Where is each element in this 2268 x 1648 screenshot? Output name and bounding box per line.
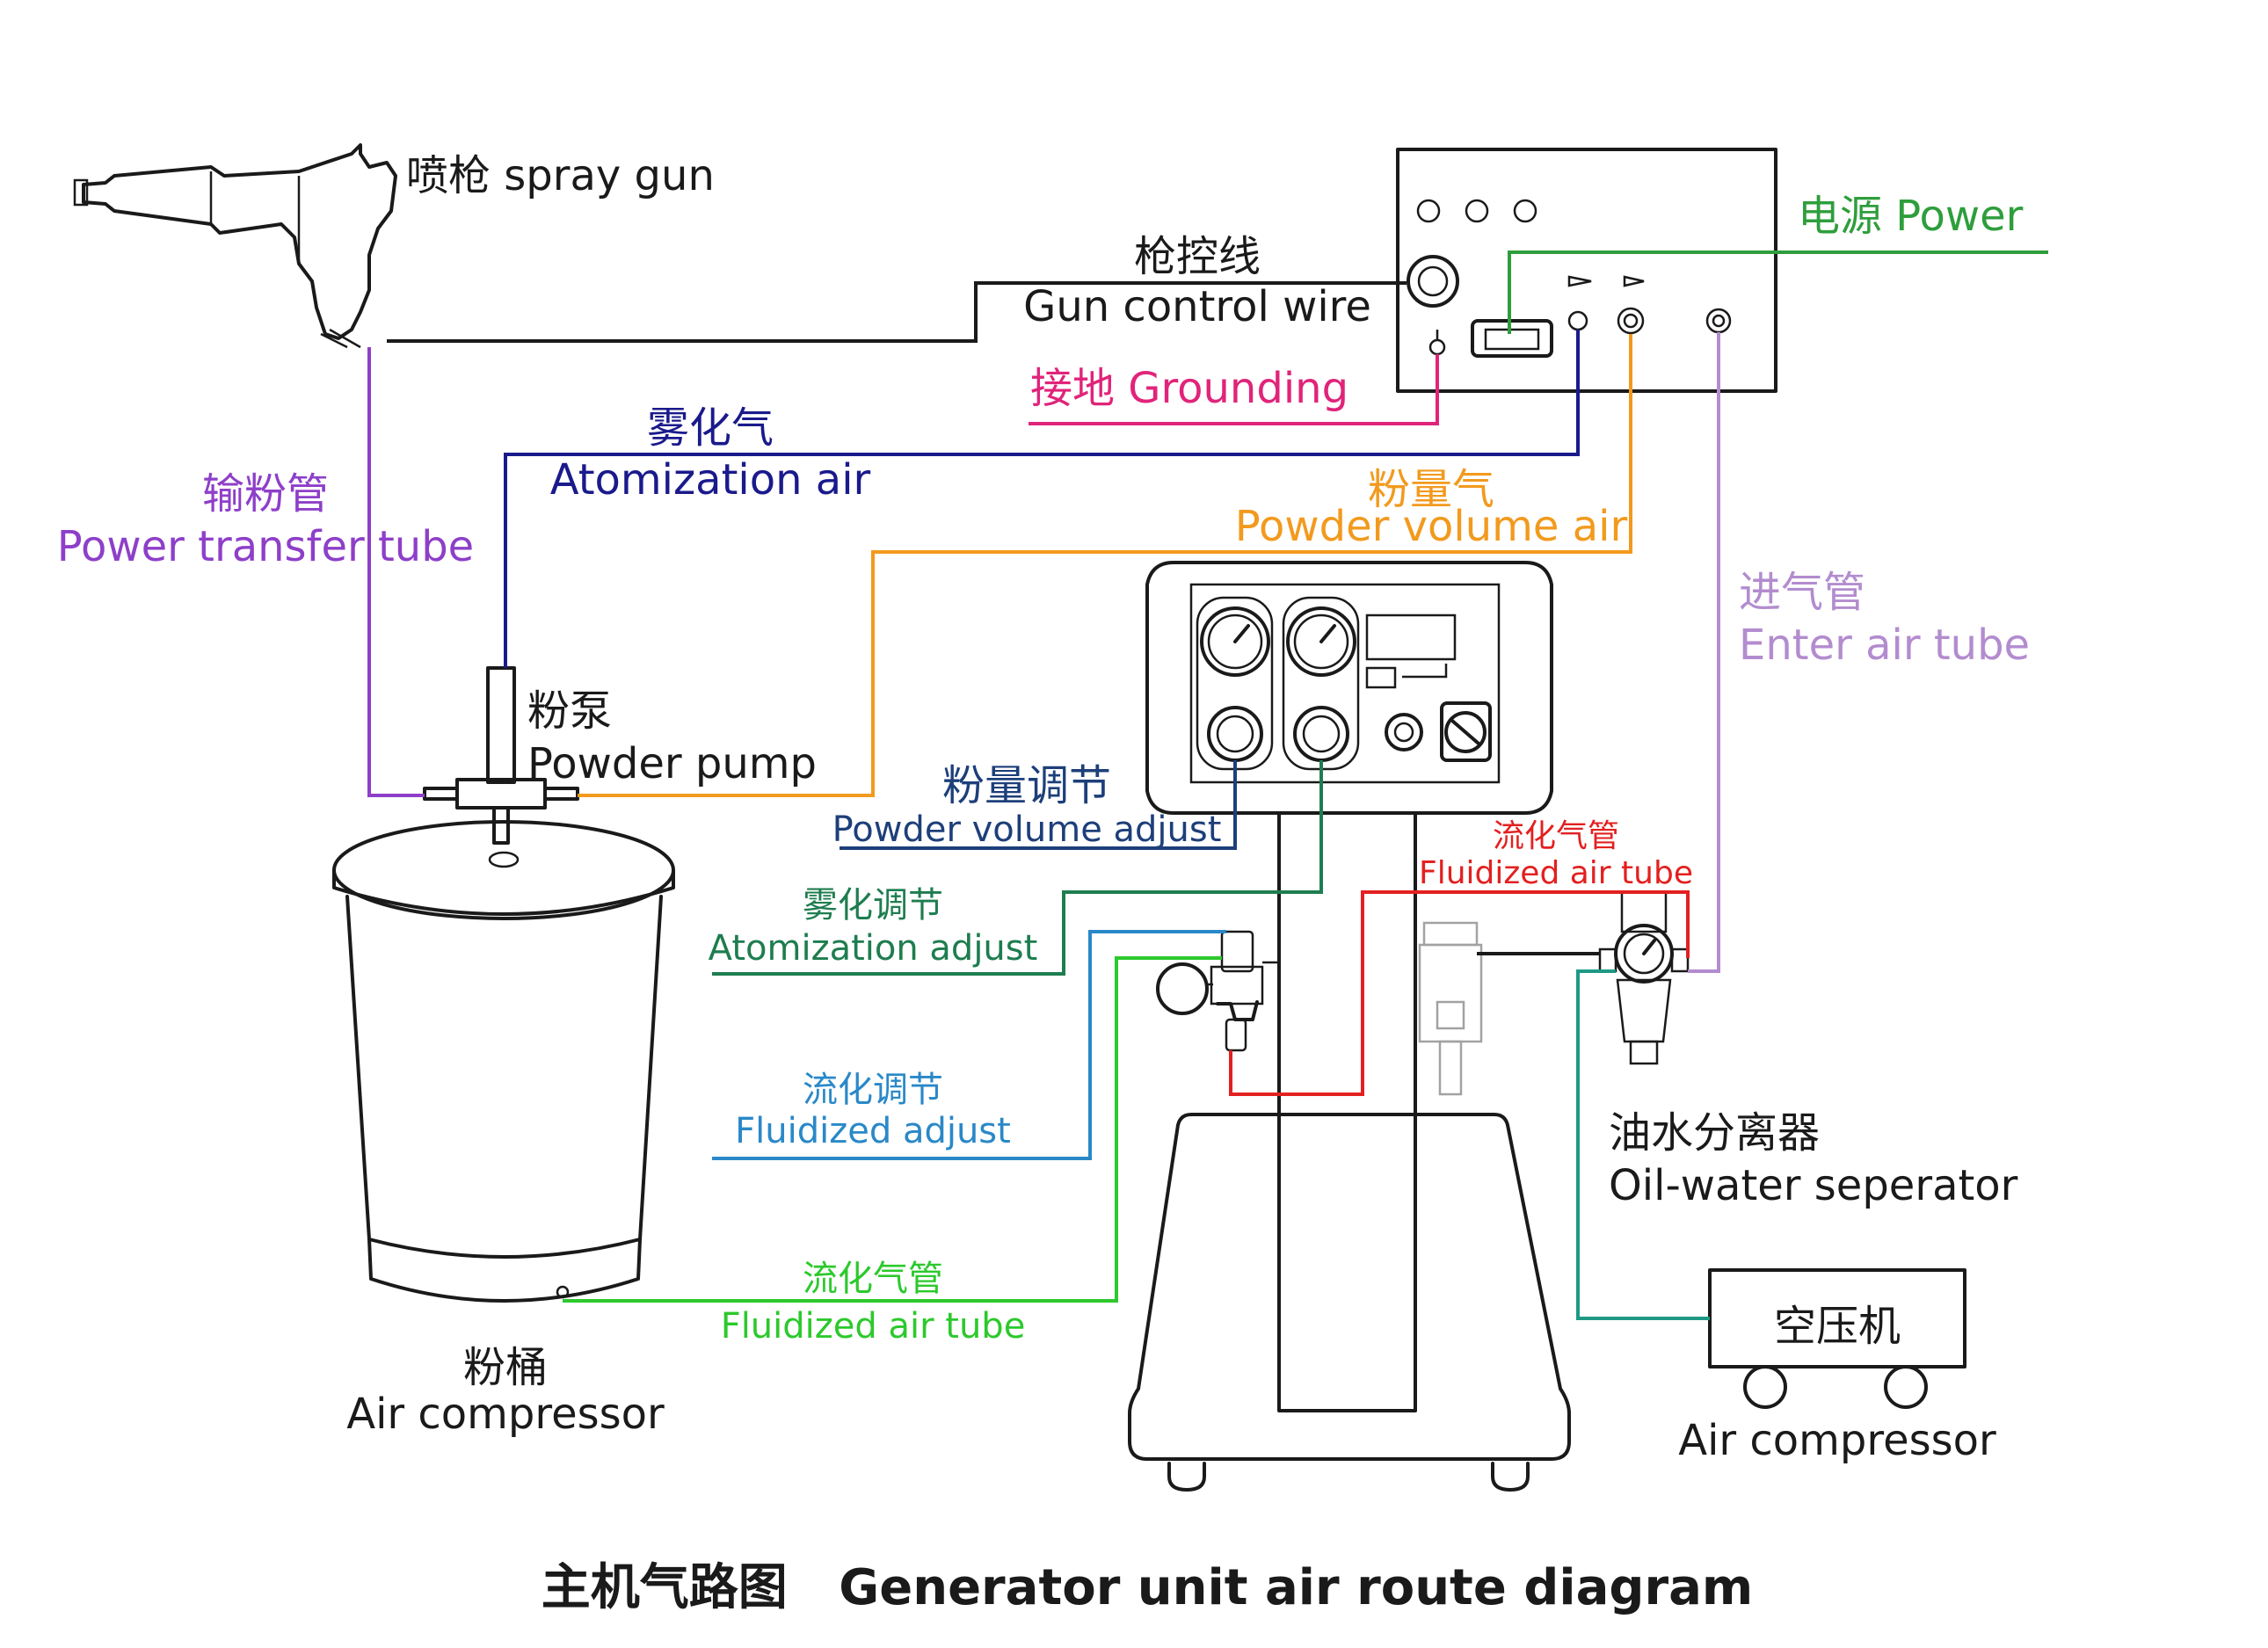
powder-pump [423, 666, 579, 845]
powder-hopper [332, 820, 675, 1303]
label-pva-cn: 粉量调节 [942, 761, 1111, 810]
label-fat-green-cn: 流化气管 [803, 1259, 943, 1299]
filter-icon [1418, 921, 1483, 1096]
label-fluid-adj-cn: 流化调节 [803, 1070, 943, 1110]
label-hopper-cn: 粉桶 [463, 1343, 548, 1392]
labels: 喷枪 spray gun 枪控线 Gun control wire 电源 Pow… [57, 151, 2030, 1616]
label-gun-control-cn: 枪控线 [1134, 232, 1261, 281]
label-compressor-cn: 空压机 [1774, 1302, 1901, 1351]
label-transfer-cn: 输粉管 [202, 469, 329, 519]
gun-connector-icon [1407, 255, 1459, 308]
spray-gun-icon [73, 143, 397, 349]
label-atomization-cn: 雾化气 [647, 403, 774, 453]
main-console [1128, 561, 1571, 1492]
label-pump-cn: 粉泵 [527, 686, 612, 736]
label-hopper-en: Air compressor [346, 1390, 665, 1439]
label-powder-volume-cn: 粉量气 [1368, 465, 1494, 514]
label-gun-control-en: Gun control wire [1023, 282, 1371, 331]
label-atomization-en: Atomization air [550, 455, 871, 505]
label-transfer-en: Power transfer tube [57, 522, 474, 571]
regulator-gauge-icon [1156, 930, 1279, 1052]
label-fat-green-en: Fluidized air tube [721, 1306, 1026, 1347]
label-oil-water-en: Oil-water seperator [1609, 1161, 2018, 1210]
label-spray-gun: 喷枪 spray gun [406, 151, 715, 200]
label-oil-water-cn: 油水分离器 [1609, 1108, 1820, 1158]
label-compressor-en: Air compressor [1678, 1416, 1996, 1465]
label-power: 电源 Power [1798, 192, 2024, 241]
label-enter-air-cn: 进气管 [1739, 568, 1865, 617]
diagram-title: 主机气路图 Generator unit air route diagram [542, 1559, 1753, 1616]
label-enter-air-en: Enter air tube [1739, 621, 2030, 670]
label-atom-adj-cn: 雾化调节 [803, 885, 943, 926]
label-fat-red-en: Fluidized air tube [1419, 855, 1693, 891]
label-fat-red-cn: 流化气管 [1493, 818, 1619, 854]
control-box [1396, 148, 1777, 393]
wires [367, 250, 2048, 1320]
label-powder-volume-en: Powder volume air [1235, 502, 1628, 551]
oil-water-separator-icon [1598, 890, 1690, 1065]
label-fluid-adj-en: Fluidized adjust [735, 1111, 1011, 1151]
label-pva-en: Powder volume adjust [832, 809, 1222, 850]
label-atom-adj-en: Atomization adjust [709, 928, 1038, 969]
power-socket-icon [1471, 319, 1553, 358]
label-pump-en: Powder pump [527, 739, 817, 788]
label-grounding: 接地 Grounding [1030, 364, 1348, 413]
